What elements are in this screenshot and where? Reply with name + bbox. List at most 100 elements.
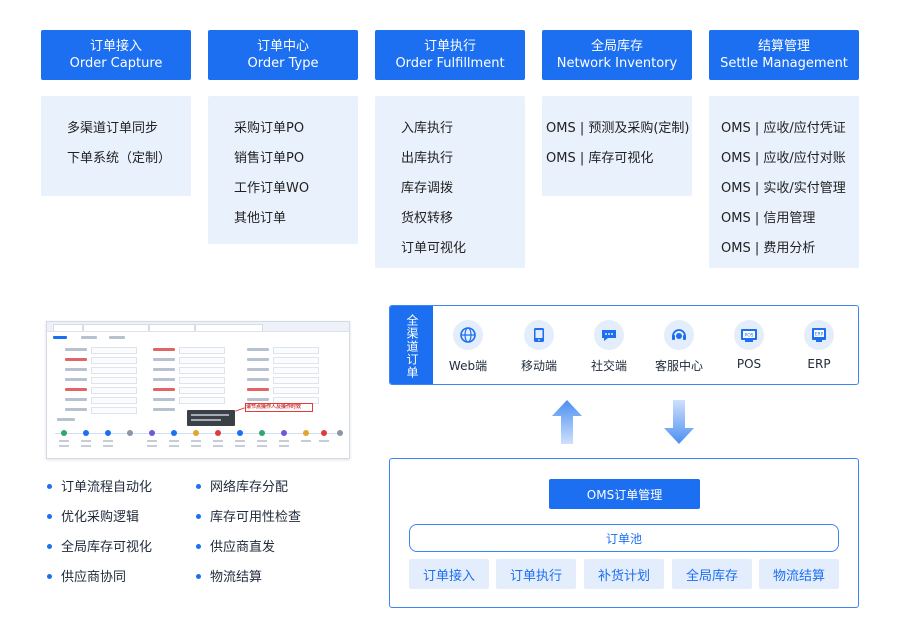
- form-field: [273, 387, 319, 394]
- form-field: [179, 397, 225, 404]
- column-item: OMS | 费用分析: [721, 241, 816, 256]
- column-title-cn: 全局库存: [590, 39, 643, 54]
- process-node: [149, 430, 155, 436]
- form-label: [153, 388, 175, 391]
- column-item: OMS | 预测及采购(定制): [546, 121, 690, 136]
- screenshot-subtab: [109, 336, 125, 339]
- channel-label: ERP: [807, 357, 831, 371]
- screenshot-subtab: [81, 336, 97, 339]
- tooltip-popup: [187, 410, 235, 426]
- screenshot-subtab: [53, 336, 67, 339]
- feature-item: 供应商协同: [47, 566, 126, 585]
- arrow-up-icon: [552, 400, 582, 444]
- form-label: [65, 368, 87, 371]
- bullet-icon: [196, 544, 201, 549]
- form-label: [247, 378, 269, 381]
- product-screenshot: [46, 321, 350, 459]
- erp-icon: ERP: [804, 320, 834, 350]
- column-body: 多渠道订单同步 下单系统（定制）: [41, 96, 191, 196]
- form-field: [179, 377, 225, 384]
- form-label: [247, 358, 269, 361]
- form-field: [273, 367, 319, 374]
- channel-web: Web端: [438, 320, 498, 374]
- column-item: 采购订单PO: [234, 121, 305, 136]
- feature-label: 订单流程自动化: [61, 480, 153, 495]
- column-item: OMS | 信用管理: [721, 211, 816, 226]
- channel-label: 社交端: [590, 359, 627, 373]
- column-item: 多渠道订单同步: [67, 121, 159, 136]
- form-field: [273, 377, 319, 384]
- form-field: [179, 367, 225, 374]
- screenshot-tab: [149, 324, 195, 331]
- channel-pos: POS POS: [719, 320, 779, 371]
- channel-label: 客服中心: [654, 359, 703, 373]
- form-field: [91, 397, 137, 404]
- channel-erp: ERP ERP: [789, 320, 849, 371]
- form-label: [65, 388, 87, 391]
- column-item: 下单系统（定制）: [67, 151, 172, 166]
- form-label: [247, 368, 269, 371]
- oms-title: OMS订单管理: [549, 479, 700, 509]
- form-field: [91, 387, 137, 394]
- process-node: [337, 430, 343, 436]
- process-node: [259, 430, 265, 436]
- form-label: [153, 398, 175, 401]
- column-title-cn: 订单执行: [423, 39, 476, 54]
- column-title-cn: 订单接入: [89, 39, 142, 54]
- column-item: 出库执行: [401, 151, 454, 166]
- erp-icon-text: ERP: [815, 332, 824, 338]
- column-header: 订单中心 Order Type: [208, 30, 358, 80]
- omnichannel-title: 全渠道订单: [390, 306, 433, 384]
- form-field: [91, 367, 137, 374]
- web-globe-icon: [453, 320, 483, 350]
- form-field: [91, 377, 137, 384]
- column-title-en: Order Capture: [69, 56, 163, 71]
- form-label: [65, 398, 87, 401]
- screenshot-tab: [195, 324, 263, 331]
- form-label: [65, 408, 87, 411]
- form-label: [57, 418, 75, 421]
- channel-customer-service: 客服中心: [649, 320, 709, 374]
- channel-mobile: 移动端: [509, 320, 569, 374]
- column-item: 工作订单WO: [234, 181, 310, 196]
- column-item: 库存调拨: [401, 181, 454, 196]
- bullet-icon: [47, 514, 52, 519]
- process-node: [237, 430, 243, 436]
- feature-label: 网络库存分配: [210, 480, 289, 495]
- column-item: 货权转移: [401, 211, 454, 226]
- process-node: [127, 430, 133, 436]
- oms-module: 补货计划: [584, 559, 664, 589]
- callout-box: [245, 403, 313, 412]
- column-header: 订单接入 Order Capture: [41, 30, 191, 80]
- process-node: [215, 430, 221, 436]
- form-field: [179, 347, 225, 354]
- form-label: [247, 388, 269, 391]
- chat-bubble-icon: [594, 320, 624, 350]
- feature-label: 优化采购逻辑: [61, 510, 140, 525]
- process-node: [105, 430, 111, 436]
- column-body: 入库执行 出库执行 库存调拨 货权转移 订单可视化: [375, 96, 525, 268]
- feature-label: 库存可用性检查: [210, 510, 302, 525]
- mobile-icon: [524, 320, 554, 350]
- screenshot-tab: [53, 324, 83, 331]
- column-item: 入库执行: [401, 121, 454, 136]
- screenshot-annotation: 请节点操作人及操作时效: [246, 404, 302, 410]
- feature-item: 优化采购逻辑: [47, 506, 139, 525]
- feature-item: 物流结算: [196, 566, 262, 585]
- form-label: [65, 378, 87, 381]
- column-header: 全局库存 Network Inventory: [542, 30, 692, 80]
- oms-panel: OMS订单管理 订单池 订单接入 订单执行 补货计划 全局库存 物流结算: [389, 458, 859, 608]
- form-label: [153, 358, 175, 361]
- form-label: [153, 368, 175, 371]
- column-item: 其他订单: [234, 211, 287, 226]
- form-label: [153, 348, 175, 351]
- channel-label: POS: [736, 357, 762, 371]
- column-title-en: Settle Management: [720, 56, 848, 71]
- oms-module: 物流结算: [759, 559, 839, 589]
- bullet-icon: [196, 574, 201, 579]
- feature-item: 网络库存分配: [196, 476, 288, 495]
- pos-icon-text: POS: [745, 333, 754, 339]
- process-node: [321, 430, 327, 436]
- process-node: [281, 430, 287, 436]
- form-field: [273, 357, 319, 364]
